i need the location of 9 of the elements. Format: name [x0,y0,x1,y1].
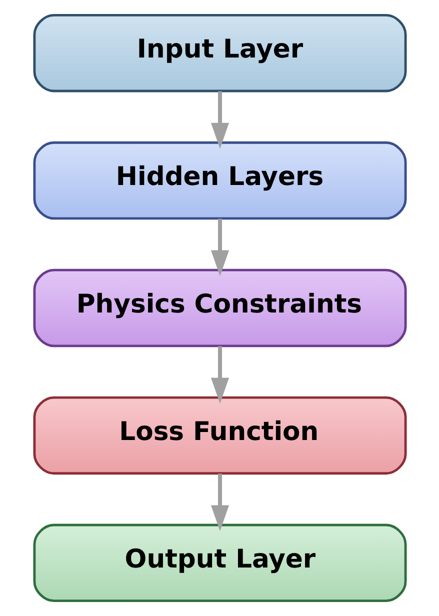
node-box: Physics Constraints [32,268,406,348]
node-box: Hidden Layers [32,141,406,220]
arrow [210,474,229,532]
arrow [210,346,229,404]
node-box: Input Layer [32,14,406,92]
arrow [210,218,229,276]
arrow [210,91,229,149]
node-box: Output Layer [32,524,406,602]
node-box: Loss Function [32,396,406,475]
